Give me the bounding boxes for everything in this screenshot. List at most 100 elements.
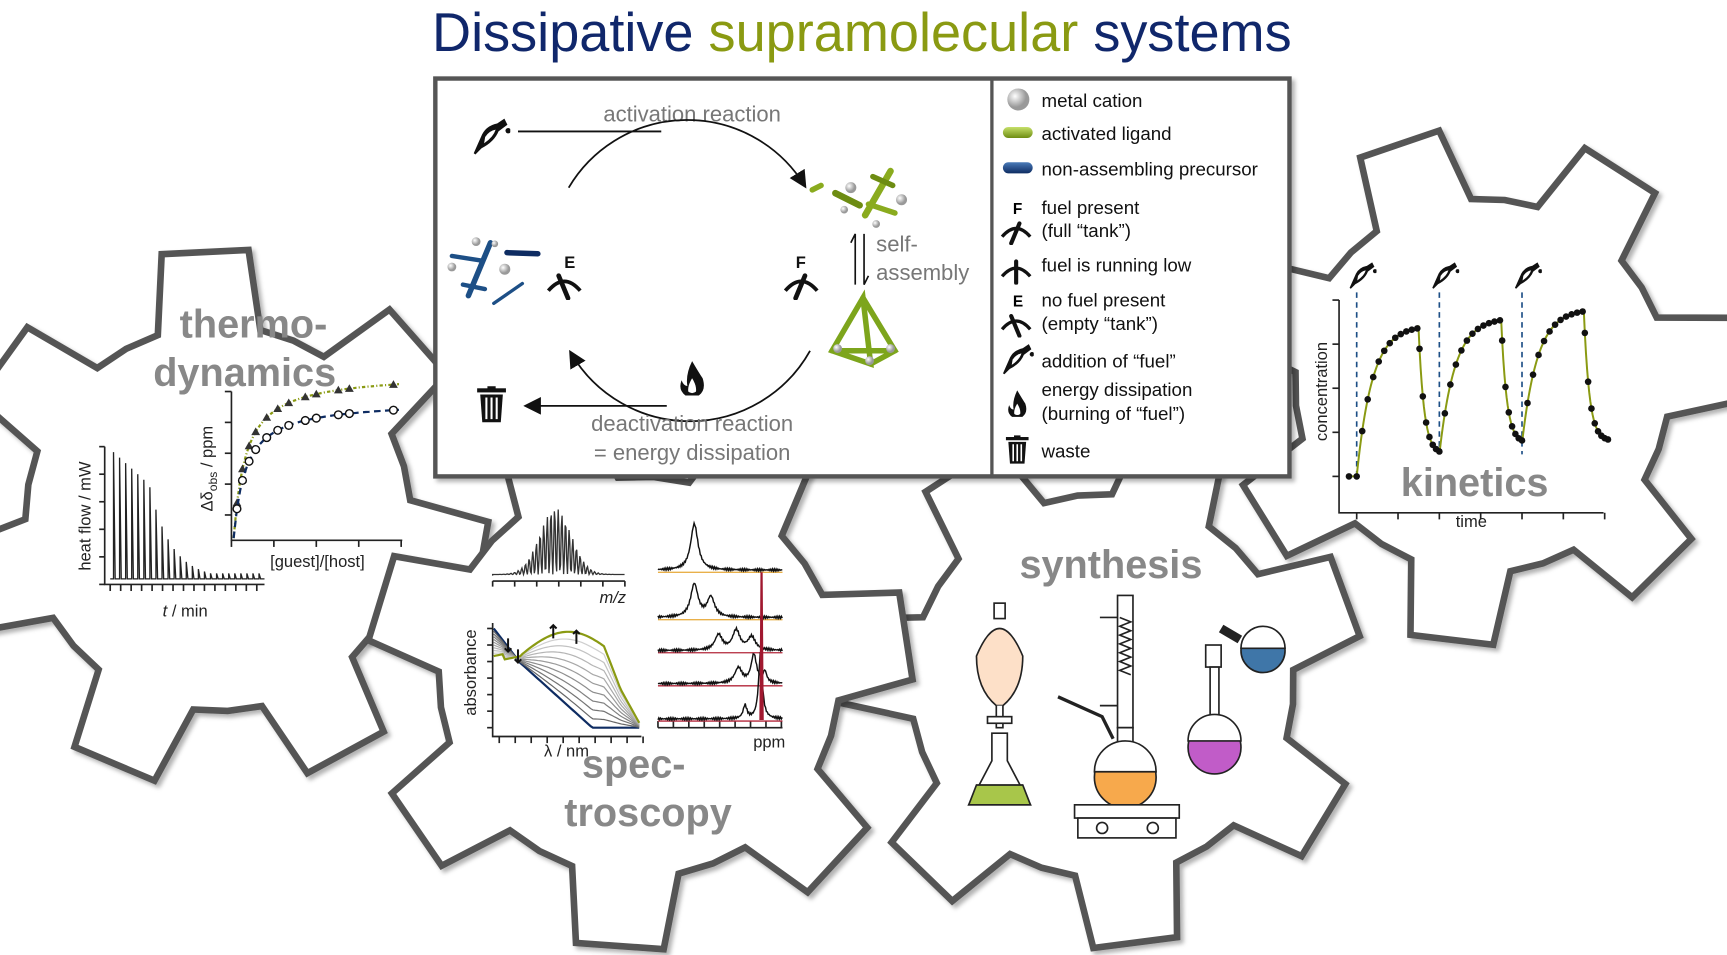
kinetics-data-point xyxy=(1584,378,1592,386)
kinetics-data-point xyxy=(1419,393,1427,400)
titration-point xyxy=(333,410,343,420)
kinetics-data-point xyxy=(1386,339,1394,347)
kinetics-data-point xyxy=(1546,328,1553,335)
legend-metal-cation: metal cation xyxy=(1041,90,1142,111)
kinetics-gear xyxy=(1223,126,1727,649)
uv-ylabel: absorbance xyxy=(461,629,480,715)
kinetics-data-point xyxy=(1391,334,1399,342)
titration-point xyxy=(300,415,310,426)
ms-xlabel: m/z xyxy=(599,588,626,607)
titration-fit-line xyxy=(232,383,400,539)
title-dissipative: Dissipative xyxy=(432,1,694,63)
kinetics-data-point xyxy=(1588,405,1595,412)
titration-point xyxy=(389,380,398,388)
nmr-chart xyxy=(657,520,783,729)
kinetics-data-point xyxy=(1581,329,1589,337)
kinetics-data-point xyxy=(1591,419,1599,427)
precursor-icon xyxy=(1002,162,1033,174)
tetrahedral-cage-icon xyxy=(828,289,899,369)
legend: F E metal cation activated ligand non-as… xyxy=(1002,88,1258,465)
kinetics-data-point xyxy=(1414,325,1421,332)
kinetics-data-point xyxy=(1529,371,1537,378)
deactivation-label-2: = energy dissipation xyxy=(594,440,791,465)
legend-energy-dissipation-sub: (burning of “fuel”) xyxy=(1041,403,1185,424)
kinetics-data-point xyxy=(1469,330,1476,337)
titration-point xyxy=(311,413,321,423)
kinetics-data-point xyxy=(1480,322,1487,329)
metal-cation-icon xyxy=(1007,88,1030,111)
titration-point xyxy=(244,456,254,466)
kinetics-data-point xyxy=(1474,325,1482,333)
uv-vis-chart xyxy=(487,622,644,744)
titration-point xyxy=(273,404,283,413)
kinetics-data-point xyxy=(1458,347,1465,354)
arrow-up-icon xyxy=(572,629,581,644)
kinetics-xlabel: time xyxy=(1456,512,1487,531)
itc-trace xyxy=(110,452,265,580)
kinetics-data-point xyxy=(1353,473,1360,480)
kinetics-data-point xyxy=(1579,308,1586,315)
legend-addition-fuel: addition of “fuel” xyxy=(1041,350,1175,371)
kinetics-data-point xyxy=(1502,383,1509,391)
fuel-full-letter: F xyxy=(1013,201,1022,218)
kinetics-data-point xyxy=(1485,319,1493,327)
titration-point xyxy=(333,385,343,394)
legend-waste: waste xyxy=(1040,441,1090,462)
kinetics-data-point xyxy=(1364,396,1372,403)
reflux-condenser-icon xyxy=(1057,594,1134,740)
kinetics-data-point xyxy=(1524,399,1531,407)
legend-energy-dissipation: energy dissipation xyxy=(1041,379,1192,400)
titration-point xyxy=(262,413,272,421)
kinetics-data-point xyxy=(1498,337,1506,344)
kinetics-data-point xyxy=(1573,309,1581,316)
titration-point xyxy=(244,441,254,450)
kinetics-chart xyxy=(1332,262,1612,520)
hotplate-stirrer-icon xyxy=(1073,803,1181,839)
titration-point xyxy=(251,444,261,455)
legend-precursor: non-assembling precursor xyxy=(1041,159,1257,180)
gauge-full-letter: F xyxy=(796,253,806,272)
cycle-panel: activation reaction deactivation reactio… xyxy=(433,76,1292,479)
kinetics-data-point xyxy=(1518,437,1526,444)
equilibrium-arrows-icon xyxy=(850,233,870,286)
titration-point xyxy=(344,384,354,392)
activated-ligands-and-cations xyxy=(809,167,908,228)
spectroscopy-label-1: spec- xyxy=(582,742,686,786)
kinetics-data-point xyxy=(1463,337,1471,344)
thermodynamics-gear xyxy=(0,246,493,785)
erlenmeyer-flask-icon xyxy=(967,732,1032,806)
titration-point xyxy=(284,398,294,407)
kinetics-section: kinetics concentration time xyxy=(1312,262,1612,531)
self-assembly-label-2: assembly xyxy=(876,260,969,285)
titration-point xyxy=(251,427,261,436)
legend-no-fuel-sub: (empty “tank”) xyxy=(1041,313,1158,334)
kinetics-label: kinetics xyxy=(1401,461,1549,505)
page-title: Dissipative supramolecular systems xyxy=(432,1,1292,63)
titration-point xyxy=(388,405,399,415)
titration-point xyxy=(273,425,283,435)
kinetics-data-point xyxy=(1447,381,1454,388)
kinetics-data-point xyxy=(1402,328,1410,335)
round-bottom-flask-orange-icon xyxy=(1093,726,1157,809)
kinetics-data-point xyxy=(1491,318,1498,325)
activation-arrow xyxy=(567,119,807,189)
kinetics-data-point xyxy=(1441,410,1449,417)
thermodynamics-section: thermo- dynamics heat flow / mW t / min … xyxy=(75,303,403,620)
kinetics-data-point xyxy=(1557,316,1564,324)
kinetics-data-point xyxy=(1568,310,1575,318)
thermo-label-2: dynamics xyxy=(153,351,336,395)
spectroscopy-label-2: troscopy xyxy=(564,791,731,835)
titration-point xyxy=(311,389,321,398)
kinetics-data-point xyxy=(1604,436,1612,443)
nmr-xlabel: ppm xyxy=(753,733,785,752)
activation-reaction-label: activation reaction xyxy=(603,102,781,127)
kinetics-data-point xyxy=(1508,423,1516,430)
nmr-trace xyxy=(657,520,783,573)
self-assembly-label-1: self- xyxy=(876,232,918,257)
deactivation-label-1: deactivation reaction xyxy=(591,411,793,436)
arrow-down-icon xyxy=(513,649,522,665)
round-bottom-flask-purple-icon xyxy=(1187,644,1242,775)
separatory-funnel-icon xyxy=(975,602,1024,729)
gauge-empty-letter: E xyxy=(564,253,575,272)
mass-spectrum-chart xyxy=(491,509,626,587)
